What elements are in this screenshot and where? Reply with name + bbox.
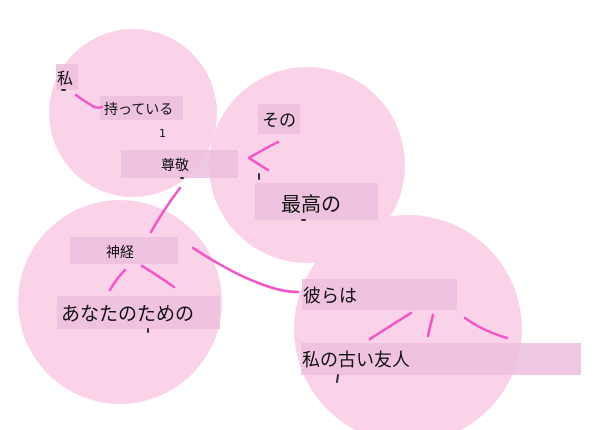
- connector-sono-saikou: [247, 140, 280, 172]
- word-watashi: 私: [57, 69, 73, 88]
- words: 私 持っている 1 尊敬 その 最高の 神経 あなたのための 彼らは 私の古い友…: [57, 69, 410, 371]
- word-anata: あなたのための: [61, 303, 194, 325]
- connector-shinkei-karera: [191, 246, 300, 294]
- label-bg-sono: [258, 104, 300, 134]
- label-bg-motteiru: [100, 96, 183, 120]
- label-bg-watashi: [56, 64, 78, 90]
- word-sono: その: [262, 111, 296, 131]
- connectors: [74, 93, 509, 341]
- word-saikou: 最高の: [281, 192, 341, 216]
- connector-karera-yuujin-3: [463, 316, 509, 340]
- word-marker: 1: [159, 127, 166, 140]
- connector-karera-yuujin-1: [368, 311, 413, 341]
- connector-watashi-motteiru: [74, 93, 104, 109]
- label-bg-shinkei: [70, 237, 178, 264]
- label-bg-saikou: [255, 183, 378, 220]
- connector-shinkei-anata-right: [140, 264, 176, 289]
- label-bg-karera: [302, 279, 457, 310]
- tick-marks: [61, 89, 339, 383]
- label-bg-sonkei: [121, 150, 238, 178]
- bubble-karera: [294, 215, 522, 430]
- word-shinkei: 神経: [106, 245, 134, 261]
- connector-sonkei-shinkei: [149, 186, 182, 234]
- word-sonkei: 尊敬: [161, 157, 189, 174]
- connector-karera-yuujin-2: [426, 313, 435, 338]
- word-karera: 彼らは: [303, 286, 357, 307]
- label-bg-anata: [57, 296, 220, 329]
- label-bg-yuujin: [301, 343, 581, 375]
- word-motteiru: 持っている: [104, 102, 173, 118]
- label-backgrounds: [56, 64, 581, 375]
- word-yuujin: 私の古い友人: [302, 350, 410, 371]
- tick-mark: [336, 374, 339, 383]
- connector-shinkei-anata-left: [108, 268, 127, 292]
